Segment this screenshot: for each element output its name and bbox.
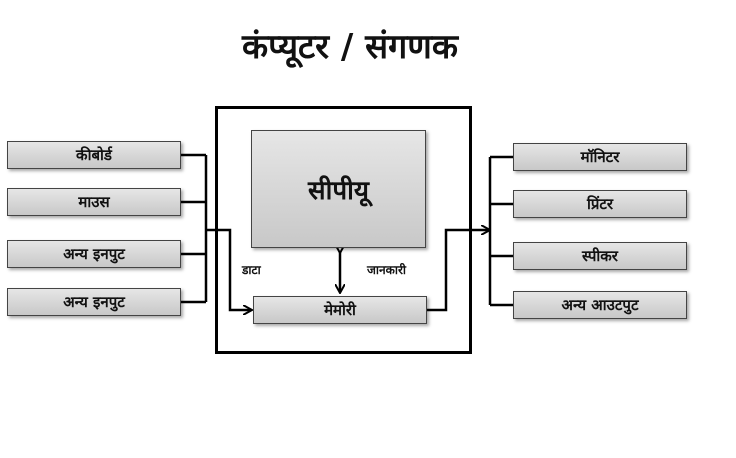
input-box-keyboard: कीबोर्ड — [7, 141, 181, 169]
diagram-title: कंप्यूटर / संगणक — [241, 27, 459, 67]
computer-frame — [215, 106, 472, 354]
input-to-memory-arrow — [206, 228, 251, 310]
output-box-other: अन्य आउटपुट — [513, 291, 687, 319]
output-box-monitor: मॉनिटर — [513, 143, 687, 171]
input-box-mouse: माउस — [7, 188, 181, 216]
input-box-other-2: अन्य इनपुट — [7, 288, 181, 316]
output-box-speaker: स्पीकर — [513, 242, 687, 270]
data-label: डाटा — [242, 263, 261, 277]
cpu-box: सीपीयू — [251, 130, 426, 248]
output-box-printer: प्रिंटर — [513, 190, 687, 218]
memory-box: मेमोरी — [253, 296, 427, 324]
information-label: जानकारी — [367, 263, 407, 277]
memory-to-output-arrow — [427, 230, 489, 312]
input-box-other-1: अन्य इनपुट — [7, 240, 181, 268]
